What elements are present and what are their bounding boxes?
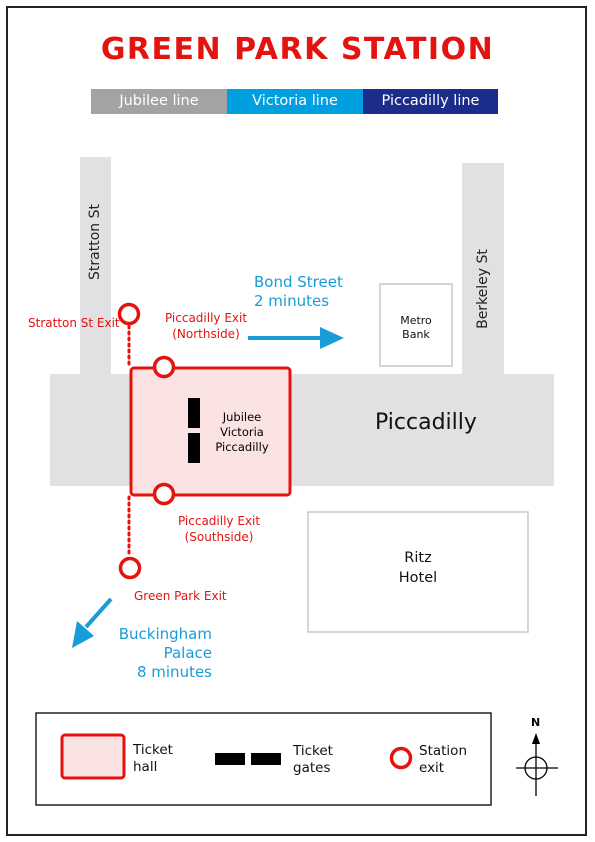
- legend-ticket-hall-swatch: [60, 733, 126, 780]
- piccadilly-line-label: Piccadilly line: [363, 89, 498, 114]
- arrow-right-icon: [248, 327, 344, 349]
- map-frame: [6, 6, 587, 836]
- line-bar: Jubilee line Victoria line Piccadilly li…: [91, 89, 498, 114]
- ticket-hall-lines: Jubilee Victoria Piccadilly: [215, 410, 269, 454]
- berkeley-street-label: Berkeley St: [475, 249, 491, 329]
- ritz-hotel-label: Ritz Hotel: [398, 550, 438, 586]
- legend-station-exit-label: Station exit: [419, 743, 467, 776]
- legend-gate-swatch-1: [215, 753, 245, 765]
- metro-bank-label: Metro Bank: [400, 314, 432, 341]
- piccadilly-street-label: Piccadilly: [375, 410, 477, 435]
- legend-ticket-hall-label: Ticket hall: [133, 742, 173, 775]
- piccadilly-south-exit-icon[interactable]: [152, 482, 176, 506]
- jubilee-line-label: Jubilee line: [91, 89, 227, 114]
- compass-icon: [516, 733, 558, 796]
- buckingham-palace-direction: Buckingham Palace 8 minutes: [118, 625, 212, 681]
- green-park-exit-label: Green Park Exit: [134, 589, 227, 603]
- ticket-hall: [129, 366, 292, 497]
- piccadilly-north-exit-icon[interactable]: [152, 355, 176, 379]
- victoria-line-label: Victoria line: [227, 89, 363, 114]
- ticket-gate-top: [188, 398, 200, 428]
- compass-north-label: N: [531, 716, 541, 729]
- arrow-down-left-icon: [72, 597, 113, 648]
- green-park-exit-icon[interactable]: [118, 556, 142, 580]
- piccadilly-street: [50, 374, 554, 486]
- ritz-hotel-building: [307, 511, 529, 633]
- legend-ticket-gates-label: Ticket gates: [293, 743, 333, 776]
- stratton-st-exit-icon[interactable]: [117, 302, 141, 326]
- stratton-street: [80, 157, 111, 377]
- stratton-st-exit-label: Stratton St Exit: [28, 316, 120, 330]
- berkeley-street: [462, 163, 504, 377]
- legend-exit-icon: [389, 746, 413, 770]
- metro-bank-building: [379, 283, 453, 367]
- legend-gate-swatch-2: [251, 753, 281, 765]
- page-title: GREEN PARK STATION: [100, 32, 495, 67]
- bond-street-direction: Bond Street 2 minutes: [254, 273, 343, 310]
- piccadilly-north-exit-label: Piccadilly Exit (Northside): [164, 311, 248, 341]
- piccadilly-south-exit-label: Piccadilly Exit (Southside): [177, 514, 261, 544]
- stratton-street-label: Stratton St: [87, 204, 103, 280]
- ticket-gate-bottom: [188, 433, 200, 463]
